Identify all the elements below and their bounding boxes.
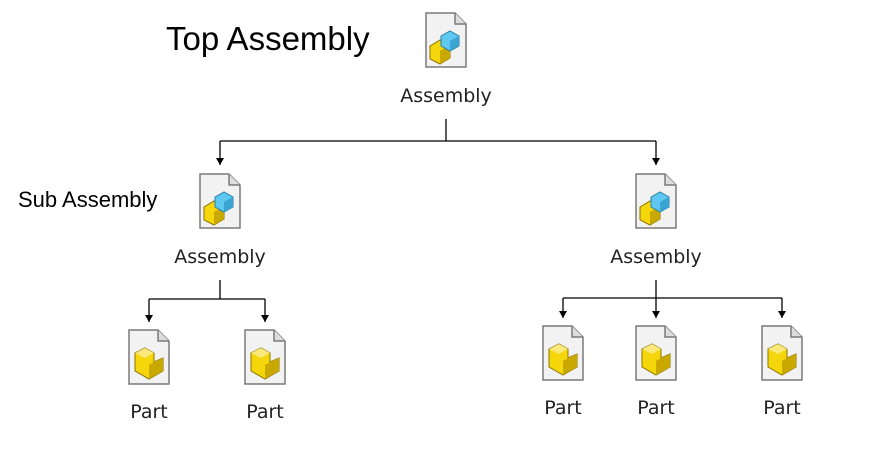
left-sub-assembly-label: Assembly bbox=[174, 246, 266, 268]
left-part-2-label: Part bbox=[246, 401, 284, 423]
right-part-1-label: Part bbox=[544, 397, 582, 419]
right-part-2-label: Part bbox=[637, 397, 675, 419]
part-file-icon bbox=[244, 329, 286, 385]
assembly-file-icon bbox=[199, 173, 241, 229]
assembly-file-icon bbox=[635, 173, 677, 229]
part-file-icon bbox=[128, 329, 170, 385]
right-sub-assembly-label: Assembly bbox=[610, 246, 702, 268]
part-file-icon bbox=[761, 325, 803, 381]
part-file-icon bbox=[635, 325, 677, 381]
right-part-3-label: Part bbox=[763, 397, 801, 419]
left-part-1-label: Part bbox=[130, 401, 168, 423]
top-assembly-title: Top Assembly bbox=[166, 20, 370, 57]
assembly-file-icon bbox=[425, 12, 467, 68]
part-file-icon bbox=[542, 325, 584, 381]
sub-assembly-label: Sub Assembly bbox=[18, 187, 158, 212]
root-assembly-label: Assembly bbox=[400, 85, 492, 107]
